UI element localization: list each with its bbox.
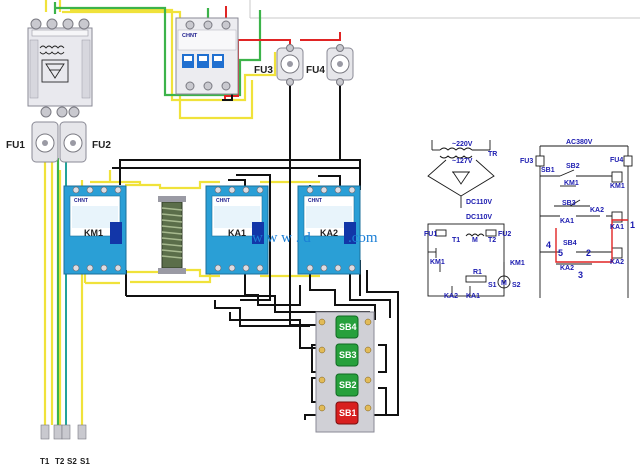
sch-ac380: AC380V xyxy=(566,139,593,146)
output-terminals xyxy=(40,424,87,440)
button-station: SB4 SB3 SB2 SB1 xyxy=(315,311,375,433)
pushbutton-sb2[interactable]: SB2 xyxy=(335,373,359,397)
label-t2: T2 xyxy=(55,457,65,466)
label-fu1: FU1 xyxy=(6,140,25,151)
sch-ka2-a: KA2 xyxy=(590,207,604,214)
label-fu2: FU2 xyxy=(92,140,111,151)
circuit-breaker: CHNT xyxy=(175,17,239,95)
resistor-r1 xyxy=(158,196,186,274)
schematic-right xyxy=(535,145,633,298)
sch-t1: T1 xyxy=(452,237,460,244)
contactor-ka1: CHNT KA1 xyxy=(205,185,269,275)
breaker-terminal-icon xyxy=(185,20,231,91)
label-km1: KM1 xyxy=(84,228,103,238)
sch-ka1: KA1 xyxy=(466,293,480,300)
sch-motor: M xyxy=(501,280,507,287)
sch-km1-right: KM1 xyxy=(510,260,525,267)
schematic-red-path xyxy=(555,219,628,263)
ka2-brand: CHNT xyxy=(308,198,322,204)
sch-tr: TR xyxy=(488,151,497,158)
breaker-brand: CHNT xyxy=(182,33,198,39)
sch-sb1: SB1 xyxy=(541,167,555,174)
sch-fu4: FU4 xyxy=(610,157,623,164)
sch-node-2: 2 xyxy=(586,248,591,258)
sch-node-5: 5 xyxy=(558,248,563,258)
sch-fu1: FU1 xyxy=(424,231,437,238)
sch-dc-mid: DC110V xyxy=(466,214,492,221)
fuse-fu1 xyxy=(31,121,59,163)
label-sb3: SB3 xyxy=(339,350,357,360)
fuse-fu3 xyxy=(276,44,304,86)
sch-km1-coil: KM1 xyxy=(610,183,625,190)
sch-v220: ~220V xyxy=(452,141,473,148)
sch-m: M xyxy=(472,237,478,244)
sch-t2: T2 xyxy=(488,237,496,244)
label-fu3: FU3 xyxy=(254,65,273,76)
label-ka2: KA2 xyxy=(320,228,338,238)
km1-brand: CHNT xyxy=(74,198,88,204)
sch-node-1: 1 xyxy=(630,220,635,230)
sch-ka1-a: KA1 xyxy=(560,218,574,225)
label-sb1: SB1 xyxy=(339,408,357,418)
sch-sb4: SB4 xyxy=(563,240,577,247)
label-s1: S1 xyxy=(80,457,90,466)
label-fu4: FU4 xyxy=(306,65,325,76)
sch-sb3: SB3 xyxy=(562,200,576,207)
label-t1: T1 xyxy=(40,457,50,466)
label-ka1: KA1 xyxy=(228,228,246,238)
sch-s1: S1 xyxy=(488,282,497,289)
fuse-fu2 xyxy=(59,121,87,163)
sch-node-4: 4 xyxy=(546,240,551,250)
frame-lines xyxy=(249,0,640,19)
ka1-brand: CHNT xyxy=(216,198,230,204)
sch-ka2: KA2 xyxy=(444,293,458,300)
sch-r1: R1 xyxy=(473,269,482,276)
pushbutton-sb4[interactable]: SB4 xyxy=(335,315,359,339)
transformer-unit xyxy=(27,18,93,118)
schematic-left xyxy=(427,140,511,297)
pushbutton-sb3[interactable]: SB3 xyxy=(335,343,359,367)
contactor-ka2: CHNT KA2 xyxy=(297,185,361,275)
watermark-right: .com xyxy=(348,230,378,246)
contactor-km1: CHNT KM1 xyxy=(63,185,127,275)
sch-fu3: FU3 xyxy=(520,158,533,165)
black-wires xyxy=(112,84,399,420)
watermark-left: w w w . d xyxy=(252,230,311,246)
sch-ka2-coil: KA2 xyxy=(610,259,624,266)
sch-km1: KM1 xyxy=(564,180,579,187)
sch-fu2: FU2 xyxy=(498,231,511,238)
transformer-symbol-icon xyxy=(39,45,69,83)
sch-dc-top: DC110V xyxy=(466,199,492,206)
sch-ka2-b: KA2 xyxy=(560,265,574,272)
pushbutton-sb1[interactable]: SB1 xyxy=(335,401,359,425)
sch-v127: ~127V xyxy=(452,158,473,165)
fuse-fu4 xyxy=(326,44,354,86)
sch-node-3: 3 xyxy=(578,270,583,280)
sch-s2: S2 xyxy=(512,282,521,289)
label-sb4: SB4 xyxy=(339,322,357,332)
sch-sb2: SB2 xyxy=(566,163,580,170)
label-sb2: SB2 xyxy=(339,380,357,390)
sch-km1: KM1 xyxy=(430,259,445,266)
label-s2: S2 xyxy=(67,457,77,466)
sch-ka1-coil: KA1 xyxy=(610,224,624,231)
